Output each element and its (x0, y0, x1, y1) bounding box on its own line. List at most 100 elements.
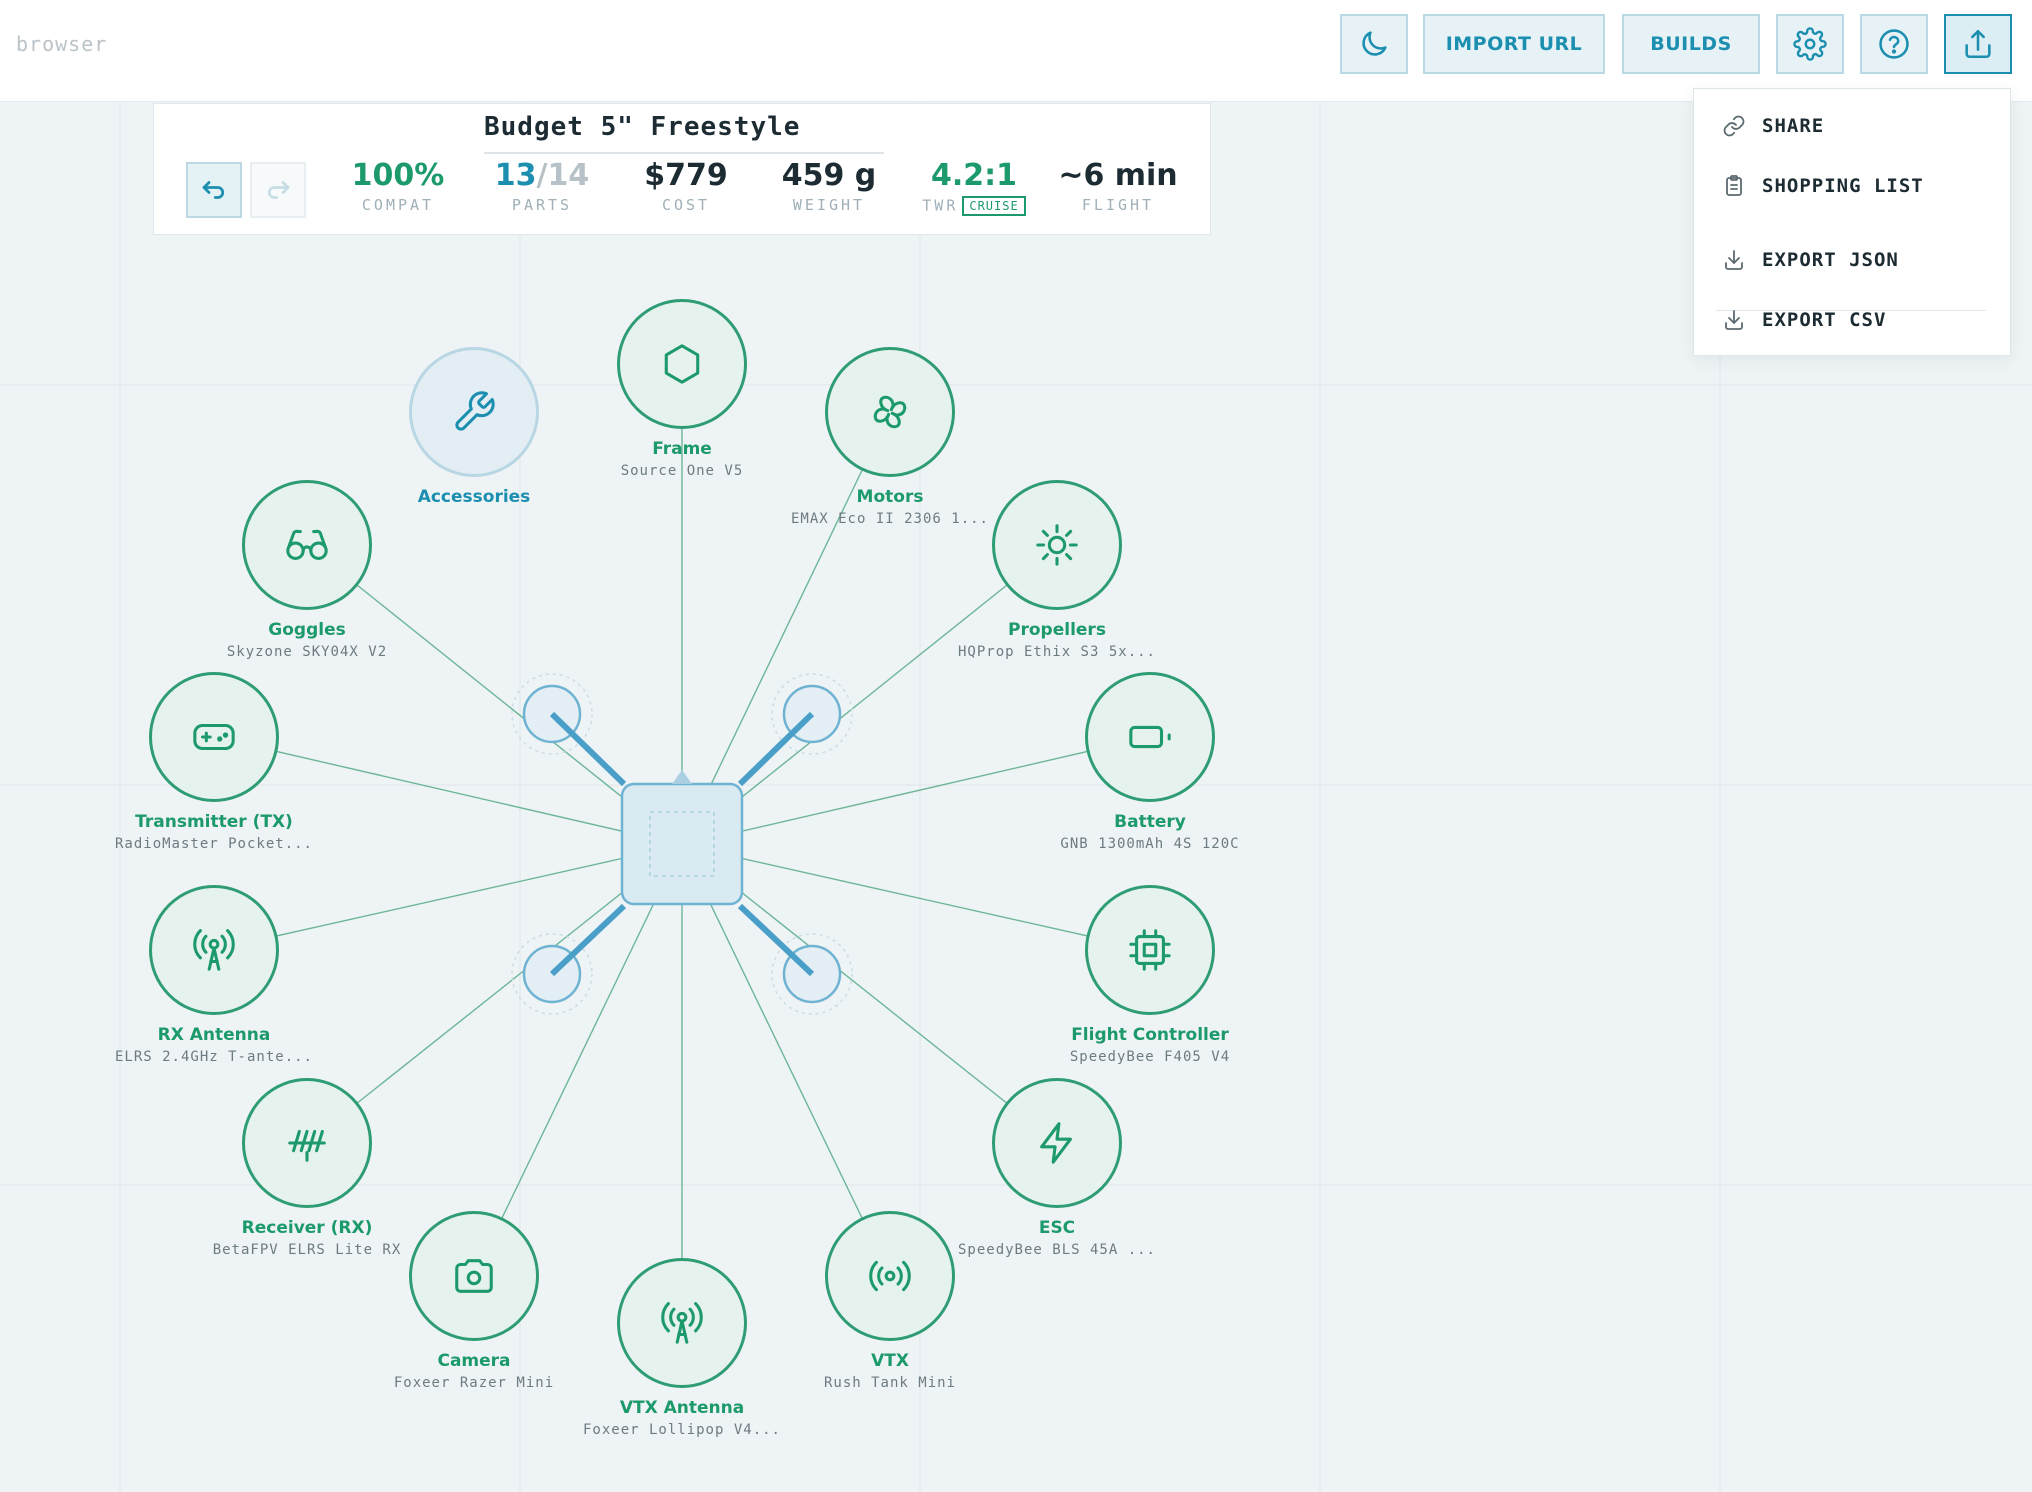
compat-label: COMPAT (361, 196, 435, 214)
rx-antenna-circle[interactable] (149, 885, 279, 1015)
cost-value: $779 (644, 158, 728, 193)
part-value: SpeedyBee BLS 45A ... (957, 1242, 1156, 1258)
part-label: Transmitter (TX) (135, 812, 293, 832)
flight-stat: ~6 min FLIGHT (1048, 156, 1188, 214)
part-value: RadioMaster Pocket... (114, 836, 313, 852)
undo-button[interactable] (186, 162, 242, 218)
download-icon (1725, 250, 1743, 270)
battery-icon (1129, 725, 1171, 749)
weight-value: 459 g (781, 158, 877, 193)
theme-toggle-button[interactable] (1340, 14, 1408, 74)
redo-button[interactable] (250, 162, 306, 218)
weight-stat: 459 g WEIGHT (759, 156, 899, 214)
lightning-icon (1040, 1122, 1072, 1164)
motors-circle[interactable] (825, 347, 955, 477)
export-button[interactable] (1944, 14, 2012, 74)
vtx-antenna-circle[interactable] (617, 1258, 747, 1388)
import-url-button[interactable]: IMPORT URL (1423, 14, 1605, 74)
shopping-list-menu-item[interactable]: SHOPPING LIST (1694, 157, 2012, 215)
goggles-circle[interactable] (242, 480, 372, 610)
flight-label: FLIGHT (1081, 196, 1155, 214)
weight-label: WEIGHT (792, 196, 866, 214)
shopping-list-label: SHOPPING LIST (1762, 175, 1924, 197)
download-icon (1725, 310, 1743, 330)
flight-controller-circle[interactable] (1085, 885, 1215, 1015)
part-node-flight-controller[interactable]: Flight Controller SpeedyBee F405 V4 (1020, 885, 1280, 1065)
part-label: RX Antenna (157, 1025, 271, 1045)
compat-stat: 100% COMPAT (328, 156, 468, 214)
parts-stat: 13/14 PARTS (472, 156, 612, 214)
part-value: Rush Tank Mini (823, 1375, 956, 1391)
part-value: SpeedyBee F405 V4 (1069, 1049, 1231, 1065)
broadcast-icon (869, 1260, 911, 1292)
accessories-circle[interactable] (409, 347, 539, 477)
frame-circle[interactable] (617, 299, 747, 429)
part-node-vtx-antenna[interactable]: VTX Antenna Foxeer Lollipop V4... (552, 1258, 812, 1438)
builds-button[interactable]: BUILDS (1622, 14, 1760, 74)
share-label: SHARE (1762, 115, 1825, 137)
parts-label: PARTS (511, 196, 573, 214)
top-bar: browser IMPORT URL BUILDS (0, 0, 2032, 102)
cost-stat: $779 COST (616, 156, 756, 214)
camera-icon (455, 1259, 493, 1293)
receiver-circle[interactable] (242, 1078, 372, 1208)
part-label: VTX Antenna (619, 1398, 745, 1418)
export-csv-menu-item[interactable]: EXPORT CSV (1694, 291, 2012, 349)
part-node-transmitter[interactable]: Transmitter (TX) RadioMaster Pocket... (84, 672, 344, 852)
build-summary-panel: Budget 5" Freestyle 100% COMPAT 13/14 PA… (153, 103, 1211, 235)
esc-circle[interactable] (992, 1078, 1122, 1208)
gear-icon (1793, 27, 1827, 61)
export-json-label: EXPORT JSON (1762, 249, 1899, 271)
share-icon (1965, 29, 1991, 59)
twr-value: 4.2:1 (930, 158, 1017, 193)
part-value: Foxeer Lollipop V4... (582, 1422, 781, 1438)
part-label: Flight Controller (1071, 1025, 1229, 1045)
moon-icon (1362, 31, 1387, 56)
transmitter-circle[interactable] (149, 672, 279, 802)
export-menu: SHARE SHOPPING LIST EXPORT JSON EXPORT C… (1693, 88, 2011, 356)
menu-divider (1716, 310, 1986, 311)
tower-icon (661, 1302, 703, 1344)
part-value: BetaFPV ELRS Lite RX (212, 1242, 402, 1258)
part-label: Receiver (RX) (241, 1218, 373, 1238)
part-label: Propellers (1008, 620, 1106, 640)
wrench-icon (455, 391, 495, 431)
twr-label: TWR (922, 196, 959, 215)
glasses-icon (286, 529, 328, 560)
part-node-rx-antenna[interactable]: RX Antenna ELRS 2.4GHz T-ante... (84, 885, 344, 1065)
part-label: ESC (1038, 1218, 1076, 1238)
part-node-propellers[interactable]: Propellers HQProp Ethix S3 5x... (927, 480, 1187, 660)
battery-circle[interactable] (1085, 672, 1215, 802)
export-json-menu-item[interactable]: EXPORT JSON (1694, 231, 2012, 289)
compat-value: 100% (351, 158, 445, 193)
part-node-accessories[interactable]: Accessories (344, 347, 604, 508)
propellers-circle[interactable] (992, 480, 1122, 610)
chip-icon (1129, 929, 1171, 971)
help-button[interactable] (1860, 14, 1928, 74)
clipboard-icon (1726, 175, 1742, 196)
part-value: Foxeer Razer Mini (393, 1375, 555, 1391)
part-node-battery[interactable]: Battery GNB 1300mAh 4S 120C (1020, 672, 1280, 852)
drone-diagram (511, 673, 853, 1015)
flight-value: ~6 min (1058, 158, 1178, 193)
cost-label: COST (661, 196, 711, 214)
build-title[interactable]: Budget 5" Freestyle (484, 112, 801, 142)
settings-button[interactable] (1776, 14, 1844, 74)
receiver-icon (288, 1129, 326, 1162)
vtx-circle[interactable] (825, 1211, 955, 1341)
share-menu-item[interactable]: SHARE (1694, 97, 2012, 155)
cruise-badge[interactable]: CRUISE (962, 196, 1026, 216)
hexagon-icon (664, 344, 700, 384)
sun-icon (1036, 524, 1078, 566)
parts-total: /14 (536, 158, 590, 193)
export-csv-label: EXPORT CSV (1762, 309, 1887, 331)
brand-name: browser (16, 32, 108, 56)
part-value: GNB 1300mAh 4S 120C (1060, 836, 1240, 852)
part-node-goggles[interactable]: Goggles Skyzone SKY04X V2 (177, 480, 437, 660)
link-icon (1723, 115, 1745, 137)
question-icon (1879, 29, 1909, 59)
part-value: HQProp Ethix S3 5x... (957, 644, 1156, 660)
redo-icon (267, 181, 290, 199)
camera-circle[interactable] (409, 1211, 539, 1341)
